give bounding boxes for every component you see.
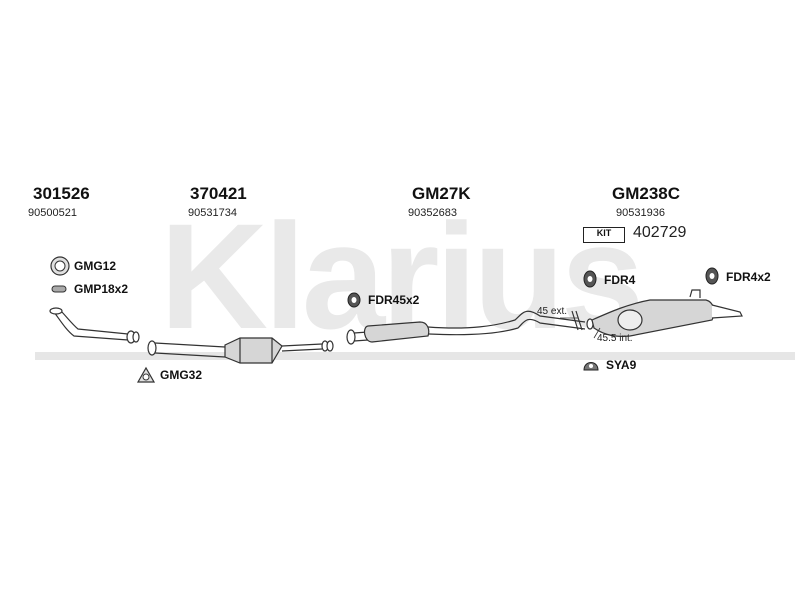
sya9-support-icon [583, 362, 599, 371]
gmg32-gasket-icon [136, 366, 156, 383]
accessory-label-fdr45x2: FDR45x2 [368, 293, 420, 307]
accessory-label-fdr4: FDR4 [604, 273, 636, 287]
centre-silencer-drawing [346, 310, 586, 345]
part-number-centre-silencer: GM27K [412, 184, 471, 203]
catalytic-converter-drawing [147, 337, 334, 364]
part-number-catalytic-converter: 370421 [190, 184, 247, 203]
kit-number: 402729 [633, 224, 687, 241]
accessory-label-gmp18x2: GMP18x2 [74, 282, 129, 296]
rear-box-drawing [571, 289, 743, 337]
oem-number-centre-silencer: 90352683 [408, 207, 457, 219]
accessory-label-fdr4x2: FDR4x2 [726, 270, 771, 284]
fdr4-rubber-icon [583, 270, 597, 288]
part-number-front-pipe: 301526 [33, 184, 90, 203]
gmg12-gasket-icon [50, 256, 70, 276]
oem-number-catalytic-converter: 90531734 [188, 207, 237, 219]
accessory-label-gmg32: GMG32 [160, 368, 203, 382]
part-number-rear-box: GM238C [612, 184, 681, 203]
kit-badge: KIT [583, 227, 625, 243]
gmp18x2-clamp-icon [51, 285, 67, 293]
fdr45x2-rubber-icon [347, 292, 361, 308]
oem-number-rear-box: 90531936 [616, 207, 665, 219]
dimension-int: 45.5 int. [597, 333, 633, 344]
dimension-ext: 45 ext. [537, 306, 568, 317]
dimension-leaders [560, 317, 601, 339]
accessory-label-sya9: SYA9 [606, 358, 637, 372]
fdr4x2-rubber-icon [705, 267, 719, 285]
oem-number-front-pipe: 90500521 [28, 207, 77, 219]
front-pipe-drawing [49, 307, 140, 344]
accessory-label-gmg12: GMG12 [74, 259, 117, 273]
